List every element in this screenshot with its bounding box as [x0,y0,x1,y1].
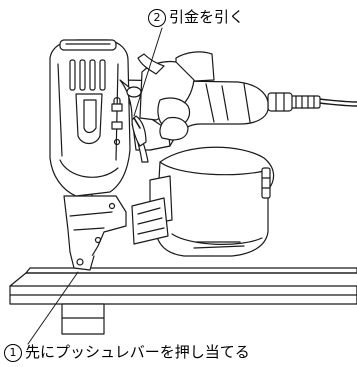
step-number-2: 2 [148,9,166,27]
hand [131,51,215,147]
air-hose [267,92,357,112]
nose-assembly [63,171,127,271]
callout-pull-trigger-text: 引金を引く [169,8,245,26]
cylinder-head [49,39,131,197]
leader-line-push-lever [27,271,79,345]
wood-boards [9,267,357,335]
pull-arrow [133,117,141,129]
callout-press-push-lever-text: 先にプッシュレバーを押し当てる [25,343,250,361]
coil-magazine [131,146,275,257]
step-number-1: 1 [4,344,22,362]
leader-line-trigger [133,27,163,117]
